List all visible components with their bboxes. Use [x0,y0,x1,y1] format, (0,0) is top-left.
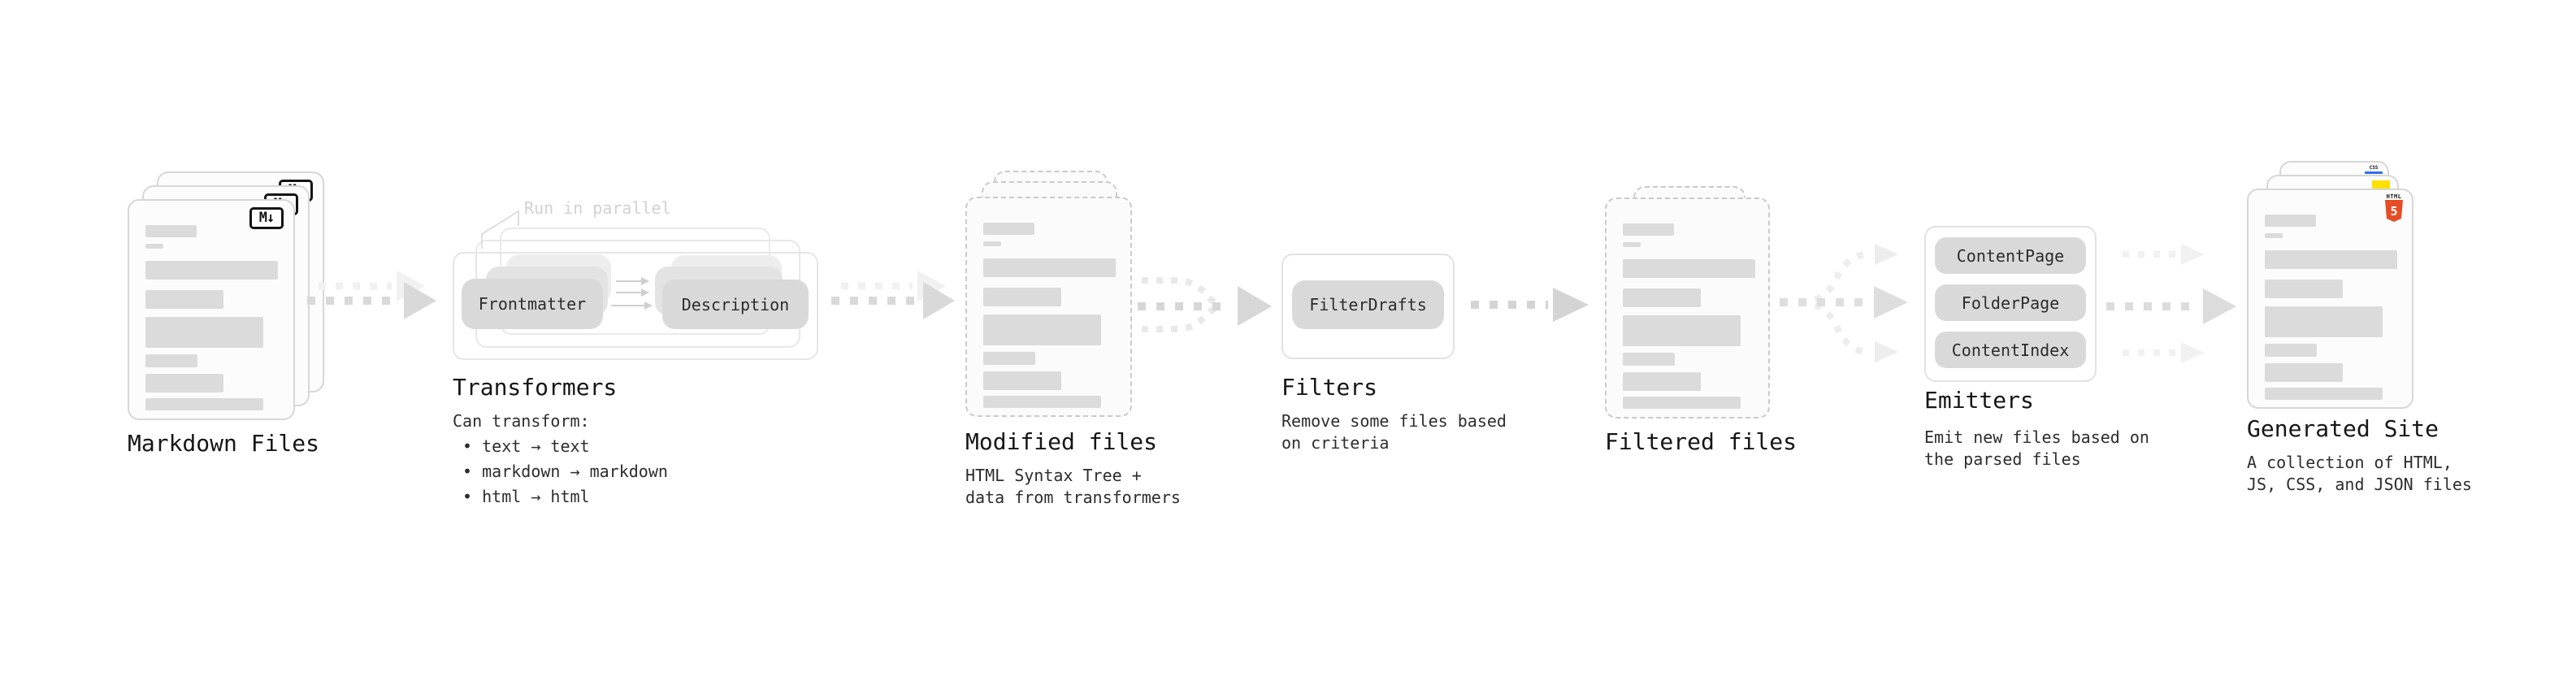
skeleton-line [145,354,197,367]
markdown-icon: M↓ [249,207,284,229]
skeleton-line [145,317,263,348]
skeleton-line [145,225,197,237]
station-title-filters: Filters [1281,374,1378,401]
run-in-parallel-note: Run in parallel [524,198,671,218]
skeleton-line [1623,315,1741,346]
skeleton-line [983,314,1101,345]
filtered-file-card-front [1605,197,1770,419]
transformer-frame-front [453,252,818,360]
filterdrafts-pill: FilterDrafts [1292,280,1444,329]
folderpage-pill: FolderPage [1935,284,2086,321]
contentindex-pill: ContentIndex [1935,332,2086,368]
skeleton-line [2265,233,2283,238]
skeleton-line [983,352,1035,365]
station-desc-generated-site: A collection of HTML, JS, CSS, and JSON … [2247,453,2472,494]
css-badge-underline [2365,171,2383,174]
skeleton-line [2265,215,2316,227]
note-leader-line [481,210,519,249]
arrow-transformers-to-modified [831,271,955,319]
skeleton-line [983,223,1034,235]
skeleton-line [1623,288,1701,307]
station-title-transformers: Transformers [453,374,618,401]
skeleton-line [145,244,163,249]
arrow-filtered-to-emitters [1780,244,1908,362]
skeleton-line [1623,353,1675,366]
skeleton-line [1623,372,1701,391]
html5-label: HTML [2386,193,2402,200]
skeleton-line [2265,363,2343,382]
station-title-modified-files: Modified files [965,428,1158,455]
markdown-file-card-front: M↓ [128,199,295,420]
skeleton-line [2265,280,2343,298]
station-desc-modified-files: HTML Syntax Tree + data from transformer… [965,466,1181,507]
station-title-emitters: Emitters [1924,387,2034,414]
svg-text:5: 5 [2390,204,2397,219]
skeleton-line [983,371,1061,390]
js-badge [2372,180,2390,189]
station-desc-emitters: Emit new files based on the parsed files [1924,427,2149,469]
skeleton-line [2265,250,2397,269]
skeleton-line [2265,306,2383,337]
skeleton-line [145,290,223,309]
skeleton-line [983,396,1101,408]
css-badge: CSS [2365,166,2383,174]
skeleton-line [983,258,1116,277]
arrow-modified-to-filters [1138,277,1272,332]
station-desc-filters: Remove some files based on criteria [1281,411,1507,453]
skeleton-line [145,398,263,410]
arrow-markdown-to-transformers [307,271,436,319]
contentpage-pill: ContentPage [1935,237,2086,274]
description-pill: Description [662,280,809,329]
station-desc-transformers: Can transform: • text → text • markdown … [453,411,668,506]
station-title-markdown-files: Markdown Files [128,430,320,457]
skeleton-line [983,241,1001,246]
skeleton-line [983,288,1061,306]
css-badge-label: CSS [2369,165,2379,171]
skeleton-line [2265,388,2383,400]
arrow-filters-to-filtered [1471,288,1589,322]
skeleton-line [145,261,278,280]
frontmatter-pill: Frontmatter [462,279,603,329]
modified-file-card-front [965,197,1132,417]
station-title-generated-site: Generated Site [2247,415,2439,442]
skeleton-line [1623,242,1641,247]
arrow-emitters-to-site [2106,244,2236,363]
skeleton-line [2265,344,2317,357]
pill-connector-arrows [611,277,653,310]
skeleton-line [1623,397,1741,409]
html5-icon: HTML 5 [2384,193,2404,226]
skeleton-line [1623,223,1674,236]
skeleton-line [145,374,223,393]
site-file-card-front: HTML 5 [2247,189,2413,409]
html5-shield: 5 [2385,200,2403,222]
skeleton-line [1623,259,1755,278]
station-title-filtered-files: Filtered files [1605,428,1798,455]
